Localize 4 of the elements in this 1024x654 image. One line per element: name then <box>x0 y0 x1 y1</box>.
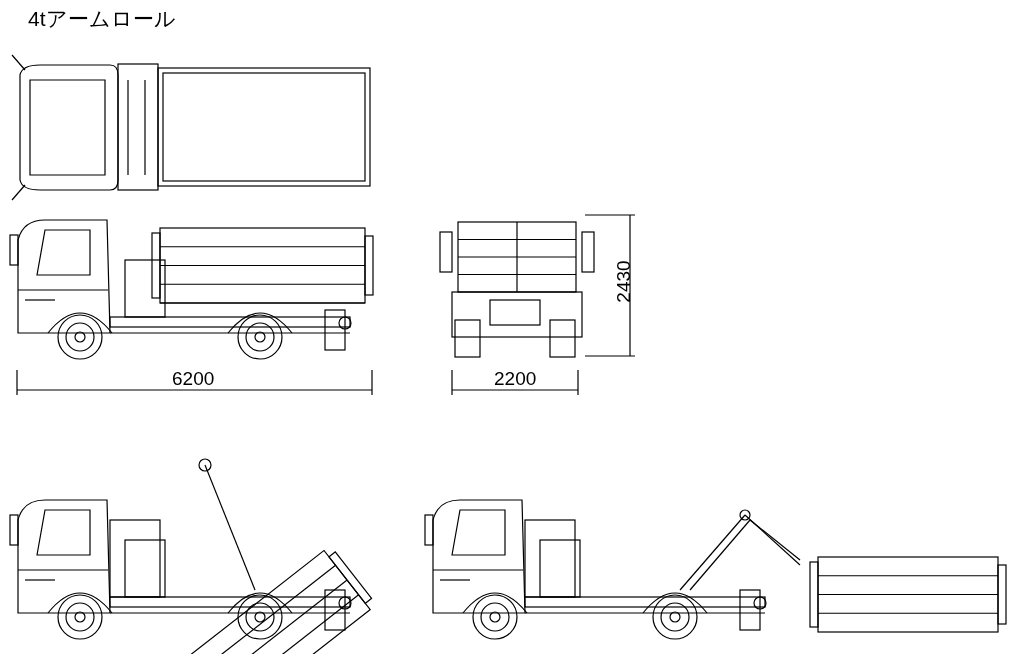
dimension-label: 2430 <box>613 260 633 303</box>
dimension-label: 2200 <box>494 369 537 388</box>
title: 4tアームロール <box>28 8 176 29</box>
dimension-label: 6200 <box>172 369 215 388</box>
